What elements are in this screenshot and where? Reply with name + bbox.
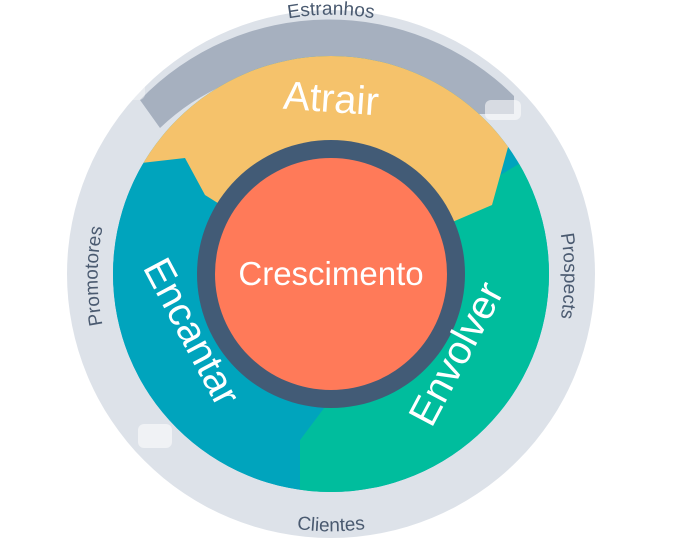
center-circle <box>215 158 447 390</box>
label-top: Estranhos <box>286 0 376 23</box>
label-bottom: Clientes <box>296 513 366 536</box>
center-label: Crescimento <box>238 255 423 292</box>
ring-notch-right <box>485 100 521 120</box>
stage-label-attract: Atrair <box>282 74 380 125</box>
outer-top-band <box>140 19 514 129</box>
ring-notch-bl <box>117 80 145 100</box>
label-right: Prospects <box>556 232 581 321</box>
ring-notch-left <box>138 424 172 448</box>
